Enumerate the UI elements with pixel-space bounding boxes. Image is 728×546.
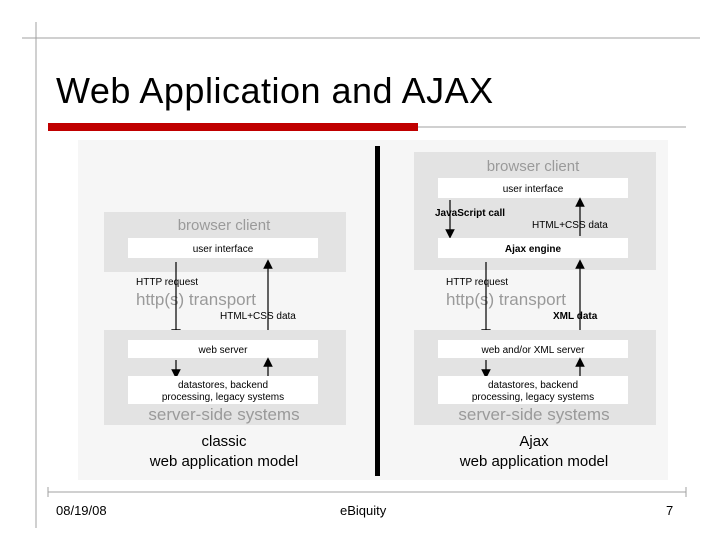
ajax-js-call-label: JavaScript call — [435, 208, 505, 219]
ajax-server-side-label: server-side systems — [458, 405, 609, 424]
ajax-request-label: HTTP request — [446, 277, 508, 288]
classic-caption-line2: web application model — [149, 453, 298, 470]
classic-browser-label: browser client — [178, 217, 271, 234]
classic-datastore-line1: datastores, backend — [178, 380, 268, 391]
classic-server-side-label: server-side systems — [148, 405, 299, 424]
classic-caption-line1: classic — [201, 433, 247, 450]
classic-response-label: HTML+CSS data — [220, 311, 296, 322]
ajax-datastore-line2: processing, legacy systems — [472, 392, 594, 403]
classic-webserver-label: web server — [198, 345, 249, 356]
ajax-model: browser client user interface JavaScript… — [414, 152, 656, 470]
classic-model: browser client user interface HTTP reque… — [104, 212, 346, 470]
page-number: 7 — [666, 503, 674, 518]
ajax-datastore-box — [438, 376, 628, 404]
ajax-ui-label: user interface — [503, 184, 564, 195]
classic-transport-label: http(s) transport — [136, 290, 256, 309]
ajax-webserver-label: web and/or XML server — [480, 345, 585, 356]
ajax-transport-label: http(s) transport — [446, 290, 566, 309]
ajax-caption-line1: Ajax — [519, 433, 549, 450]
classic-ui-box — [128, 238, 318, 258]
slide-title: Web Application and AJAX — [56, 70, 494, 111]
ajax-datastore-line1: datastores, backend — [488, 380, 578, 391]
ajax-webserver-box — [438, 340, 628, 358]
classic-ui-label: user interface — [193, 244, 254, 255]
model-divider — [375, 146, 380, 476]
ajax-ui-box — [438, 178, 628, 198]
ajax-html-css-label: HTML+CSS data — [532, 220, 608, 231]
classic-datastore-box — [128, 376, 318, 404]
ajax-engine-box — [438, 238, 628, 258]
ajax-caption-line2: web application model — [459, 453, 608, 470]
ajax-engine-label: Ajax engine — [505, 244, 562, 255]
classic-datastore-line2: processing, legacy systems — [162, 392, 284, 403]
title-underline-red — [48, 123, 418, 131]
classic-webserver-box — [128, 340, 318, 358]
footer-date: 08/19/08 — [56, 503, 107, 518]
ajax-browser-label: browser client — [487, 158, 580, 175]
footer-company: eBiquity — [340, 503, 387, 518]
ajax-response-label: XML data — [553, 311, 598, 322]
classic-request-label: HTTP request — [136, 277, 198, 288]
